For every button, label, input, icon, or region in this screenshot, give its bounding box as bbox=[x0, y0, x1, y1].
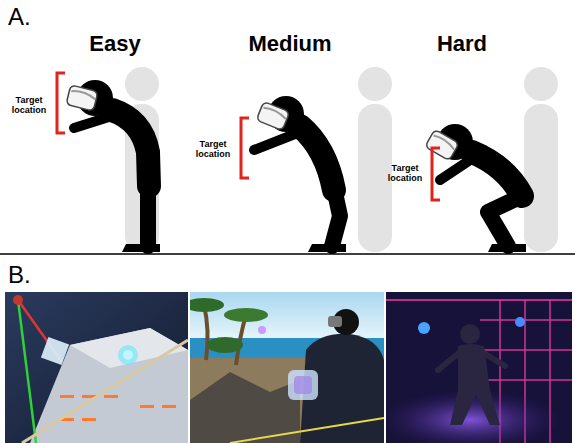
ground-line bbox=[0, 253, 575, 255]
window-light bbox=[162, 405, 176, 408]
ghost-head bbox=[358, 67, 392, 101]
shoe bbox=[122, 244, 160, 252]
ghost-head bbox=[524, 67, 558, 101]
target-ball bbox=[418, 322, 430, 334]
photo-sky bbox=[190, 292, 384, 342]
difficulty-title: Hard bbox=[392, 32, 532, 56]
difficulty-title: Medium bbox=[220, 32, 360, 56]
difficulty-title: Easy bbox=[45, 32, 185, 56]
target-bracket bbox=[241, 118, 249, 178]
window-light bbox=[140, 405, 154, 408]
palm-trunk bbox=[204, 305, 208, 360]
photo-background bbox=[5, 292, 188, 443]
shoe bbox=[308, 244, 346, 252]
ghost-body bbox=[524, 104, 558, 252]
ghost-head bbox=[125, 67, 159, 101]
glowing-cube bbox=[41, 337, 69, 365]
arm bbox=[74, 116, 112, 128]
arm bbox=[254, 132, 300, 150]
target-bracket bbox=[57, 73, 65, 133]
torso bbox=[472, 152, 522, 196]
window-light bbox=[104, 395, 118, 398]
controller bbox=[288, 370, 318, 400]
building-roof bbox=[70, 328, 188, 368]
target-label: Target location bbox=[380, 164, 430, 184]
vr-headset bbox=[425, 129, 459, 160]
torso bbox=[300, 126, 334, 190]
headset-band bbox=[71, 90, 96, 100]
vr-headset bbox=[256, 101, 289, 130]
player-head bbox=[460, 324, 480, 344]
palm-leaves bbox=[224, 308, 268, 322]
target-ball bbox=[258, 326, 266, 334]
vr-headset bbox=[328, 316, 342, 327]
guide-line bbox=[230, 418, 384, 443]
glow bbox=[118, 345, 138, 365]
shoe bbox=[488, 244, 526, 252]
torso bbox=[112, 110, 149, 186]
ghost-body bbox=[358, 104, 392, 252]
controller-light bbox=[294, 376, 312, 394]
window-light bbox=[60, 395, 74, 398]
player-arms bbox=[438, 352, 505, 370]
window-light bbox=[82, 418, 96, 421]
neon-line bbox=[386, 299, 572, 301]
panel-letter: B. bbox=[8, 262, 68, 288]
palm-leaves bbox=[190, 298, 224, 312]
target-ball bbox=[515, 317, 525, 327]
building bbox=[30, 328, 188, 443]
vr-headset bbox=[66, 85, 98, 111]
headset-band bbox=[263, 106, 288, 119]
ball bbox=[13, 295, 23, 305]
rocks bbox=[190, 372, 300, 443]
arm bbox=[440, 160, 470, 180]
target-bracket bbox=[432, 148, 440, 200]
bush bbox=[207, 337, 243, 353]
panel-letter: A. bbox=[8, 4, 68, 30]
target-label: Target location bbox=[4, 96, 54, 116]
target-label: Target location bbox=[188, 140, 238, 160]
glow bbox=[123, 350, 133, 360]
